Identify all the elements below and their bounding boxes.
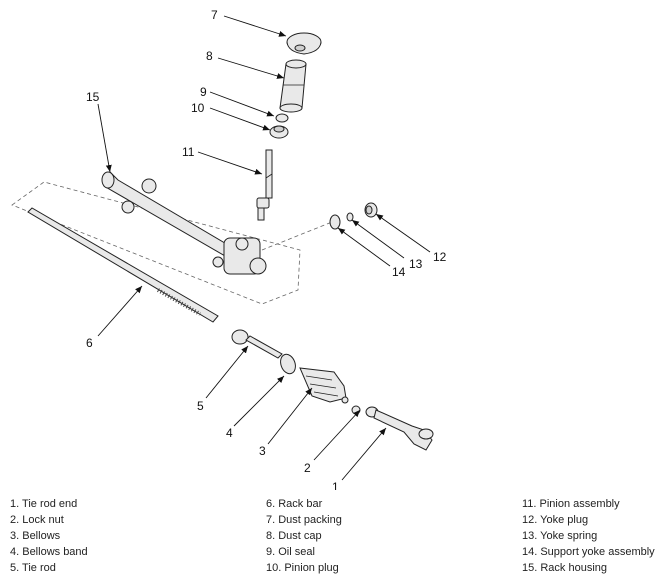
legend-item: 10. Pinion plug [266,562,339,574]
legend-item: 11. Pinion assembly [522,498,620,510]
callout-6: 6 [86,336,93,350]
assembly-outline [11,181,301,305]
callout-3: 3 [259,444,266,458]
legend-item: 9. Oil seal [266,546,315,558]
tie-rod [231,329,283,359]
rack-bar [27,207,219,323]
lock-nut [341,396,361,415]
legend-item: 1. Tie rod end [10,498,78,510]
leader-10 [209,107,271,131]
leader-5 [205,345,249,399]
bellows [299,367,347,403]
leader-11 [197,151,263,175]
legend-item: 8. Dust cap [266,530,322,542]
legend-column-1: 1. Tie rod end 2. Lock nut 3. Bellows 4.… [10,496,88,576]
legend-item: 3. Bellows [10,530,61,542]
yoke-spring [346,212,354,222]
leader-7 [223,15,287,37]
legend-item: 7. Dust packing [266,514,342,526]
legend-item: 4. Bellows band [10,546,88,558]
leader-1 [341,427,387,481]
callout-5: 5 [197,399,204,413]
pinion-plug [269,125,289,139]
leader-8 [217,57,285,79]
leader-6 [97,285,143,337]
parts-legend: 1. Tie rod end 2. Lock nut 3. Bellows 4.… [0,496,672,581]
callout-7: 7 [211,8,218,22]
leader-9 [209,91,275,117]
callout-2: 2 [304,461,311,475]
legend-item: 15. Rack housing [522,562,607,574]
callout-13: 13 [409,257,423,271]
legend-item: 12. Yoke plug [522,514,589,526]
legend-item: 14. Support yoke assembly [522,546,655,558]
leader-12 [375,213,431,253]
callout-15: 15 [86,90,100,104]
support-yoke-assembly [329,214,341,230]
pinion-assembly [256,149,273,221]
leader-2 [313,409,361,461]
dust-cap [279,59,307,113]
legend-item: 2. Lock nut [10,514,64,526]
leader-13 [351,219,405,259]
tie-rod-end [365,406,434,451]
callout-4: 4 [226,426,233,440]
callout-14: 14 [392,265,406,279]
rack-housing [101,171,267,275]
callout-8: 8 [206,49,213,63]
leader-3 [267,387,313,445]
dust-packing [286,32,322,55]
legend-item: 6. Rack bar [266,498,323,510]
yoke-axis-line [261,221,333,251]
callout-11: 11 [182,145,195,159]
callout-1: 1 [332,480,339,490]
callout-12: 12 [433,250,447,264]
legend-column-2: 6. Rack bar 7. Dust packing 8. Dust cap … [266,496,342,576]
leader-14 [337,227,391,267]
leader-4 [233,375,285,427]
legend-item: 5. Tie rod [10,562,56,574]
legend-item: 13. Yoke spring [522,530,598,542]
bellows-band [280,353,296,375]
yoke-plug [364,202,378,218]
exploded-parts-diagram: 1 2 3 4 5 6 7 8 9 10 11 12 13 14 15 [11,8,447,490]
leader-15 [97,103,112,173]
legend-column-3: 11. Pinion assembly 12. Yoke plug 13. Yo… [522,496,655,576]
callout-10: 10 [191,101,205,115]
callout-9: 9 [200,85,207,99]
oil-seal [275,113,289,123]
